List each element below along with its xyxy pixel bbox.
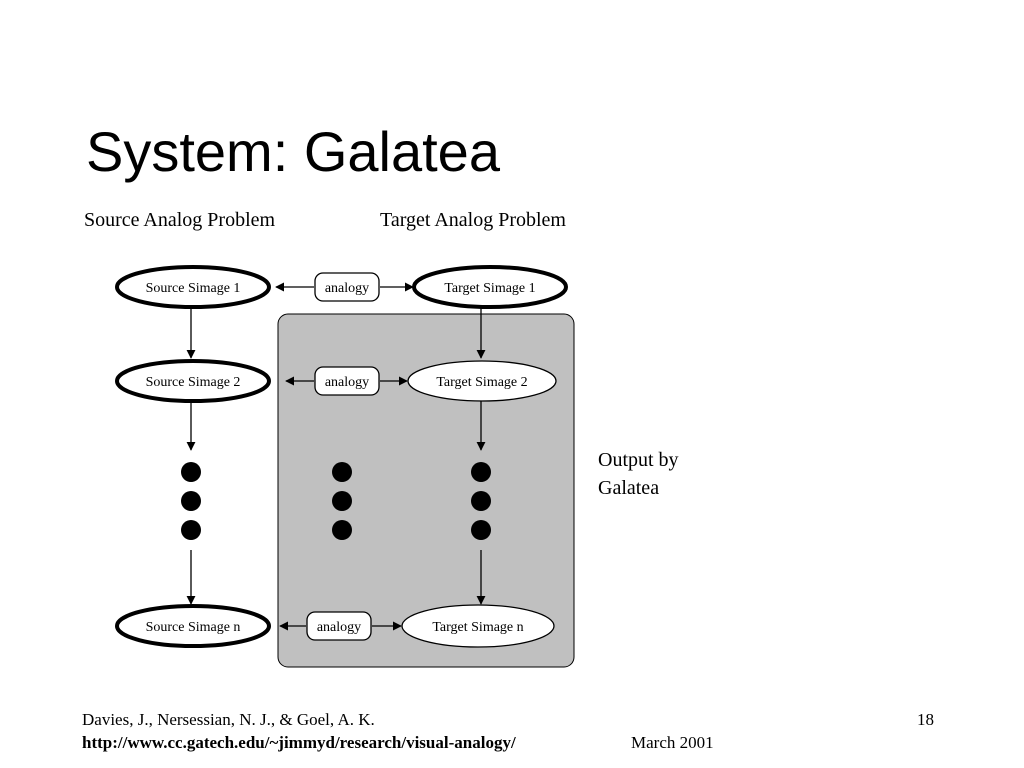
analogy-box-n-label: analogy — [317, 620, 361, 635]
output-label-line-1: Output by — [598, 449, 679, 471]
output-region — [277, 313, 575, 668]
target-node-n — [401, 604, 555, 648]
ellipsis-dot — [181, 491, 201, 511]
ellipsis-dot — [471, 491, 491, 511]
analogy-box-1 — [314, 272, 380, 302]
analogy-box-n — [306, 611, 372, 641]
target-column-header: Target Analog Problem — [380, 209, 566, 231]
analogy-box-2-label: analogy — [325, 375, 369, 390]
target-node-1-label: Target Simage 1 — [444, 281, 535, 296]
target-node-n-label: Target Simage n — [432, 620, 523, 635]
target-ellipsis-dots — [471, 462, 491, 540]
target-node-1 — [412, 265, 568, 309]
footer-date: March 2001 — [631, 733, 714, 752]
source-node-1 — [115, 265, 271, 309]
target-node-2 — [407, 360, 557, 402]
ellipsis-dot — [471, 520, 491, 540]
analogy-ellipsis-dots — [332, 462, 352, 540]
source-node-n-label: Source Simage n — [146, 620, 241, 635]
ellipsis-dot — [181, 520, 201, 540]
footer-url: http://www.cc.gatech.edu/~jimmyd/researc… — [82, 733, 516, 752]
target-node-2-label: Target Simage 2 — [436, 375, 527, 390]
source-node-n — [115, 604, 271, 648]
output-label-line-2: Galatea — [598, 477, 659, 499]
source-column-header: Source Analog Problem — [84, 209, 276, 231]
analogy-box-1-label: analogy — [325, 281, 369, 296]
source-node-2 — [115, 359, 271, 403]
analogy-box-2 — [314, 366, 380, 396]
ellipsis-dot — [332, 491, 352, 511]
slide-title: System: Galatea — [86, 120, 500, 183]
page-number: 18 — [917, 710, 934, 729]
footer-citation: Davies, J., Nersessian, N. J., & Goel, A… — [82, 710, 375, 729]
ellipsis-dot — [181, 462, 201, 482]
source-ellipsis-dots — [181, 462, 201, 540]
source-node-1-label: Source Simage 1 — [146, 281, 241, 296]
ellipsis-dot — [332, 462, 352, 482]
source-node-2-label: Source Simage 2 — [146, 375, 241, 390]
ellipsis-dot — [332, 520, 352, 540]
ellipsis-dot — [471, 462, 491, 482]
